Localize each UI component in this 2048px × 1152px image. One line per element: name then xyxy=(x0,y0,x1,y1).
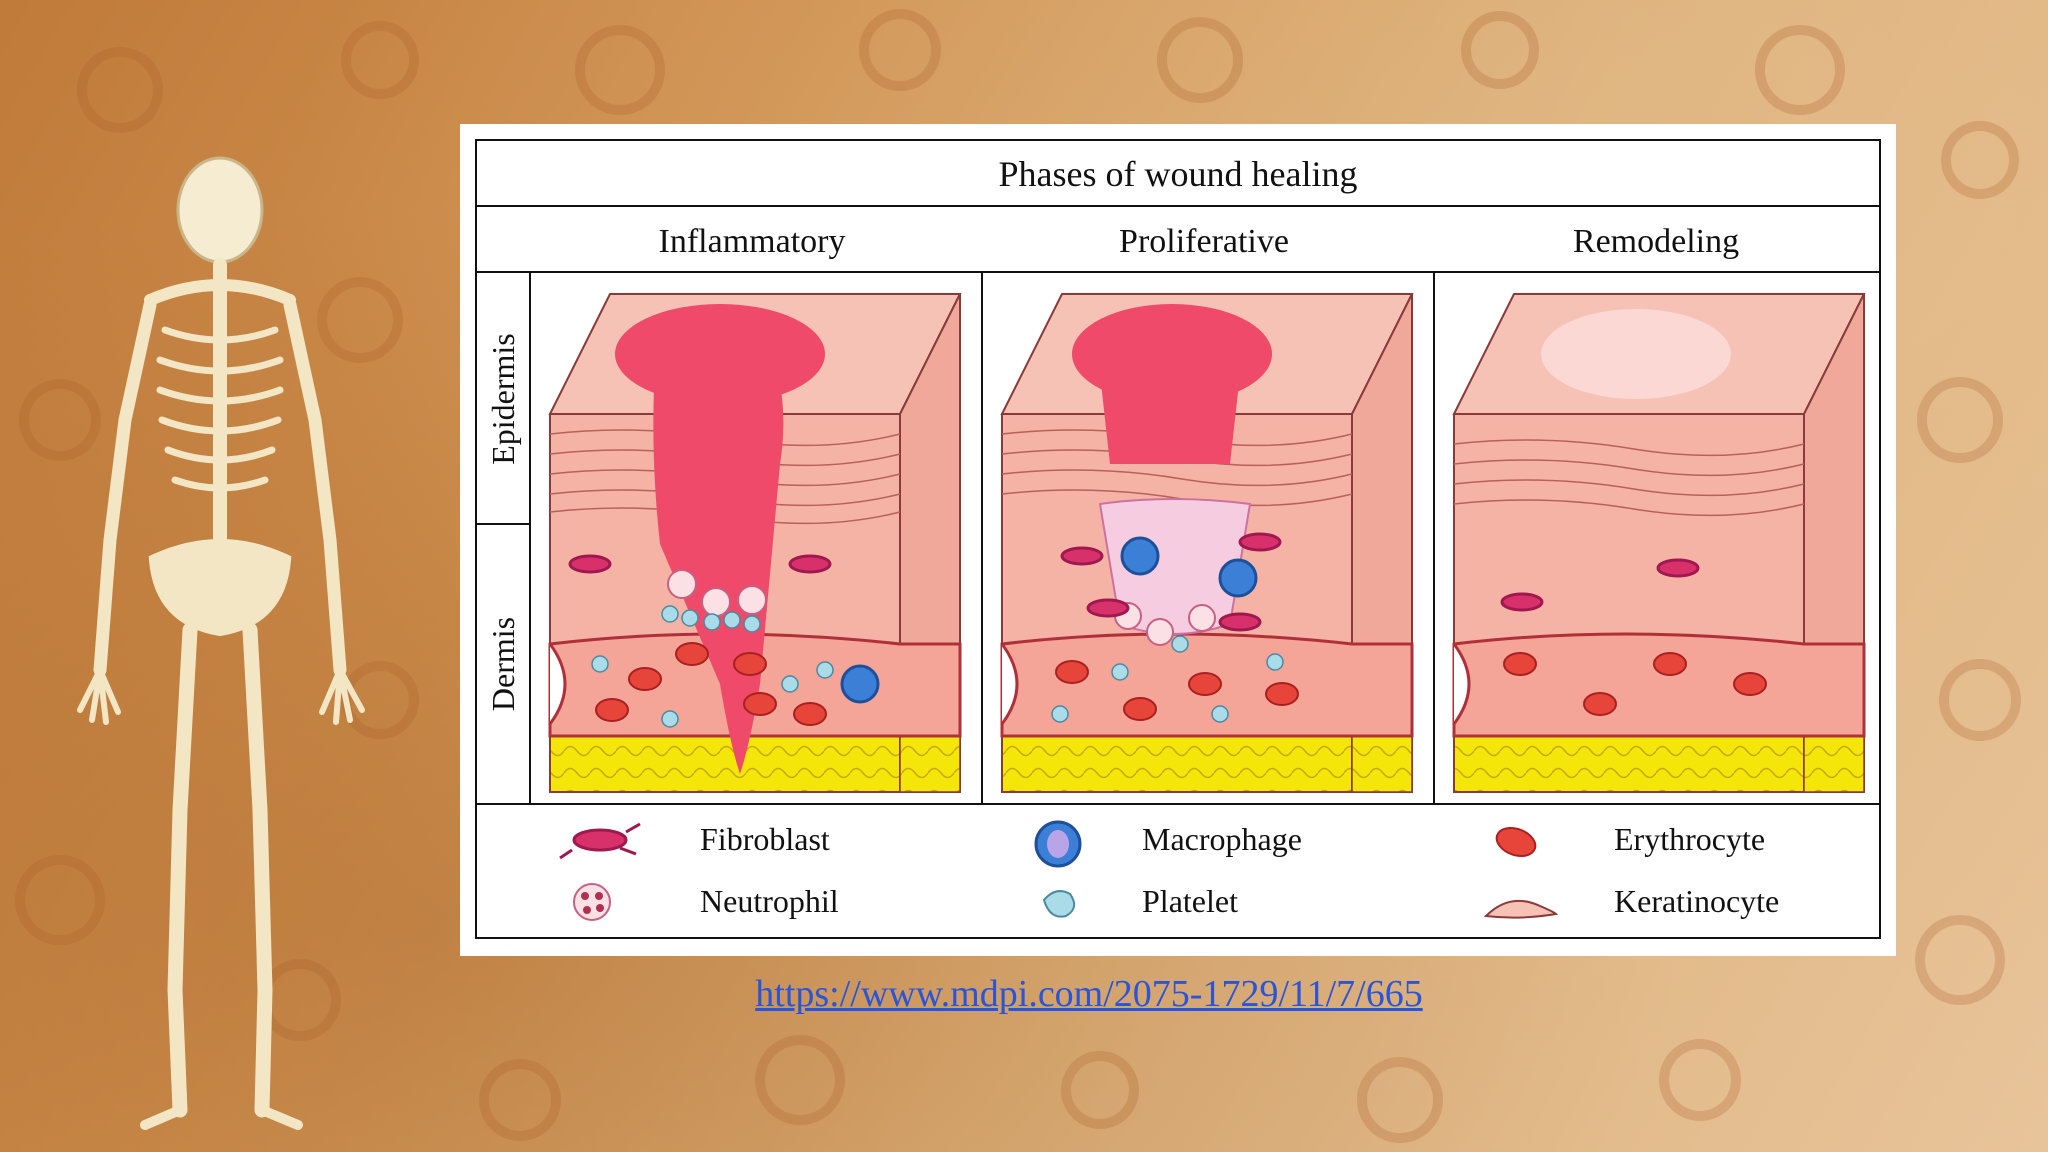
neutrophil-icon xyxy=(573,883,611,921)
layer-label-epidermis: Epidermis xyxy=(485,333,521,465)
legend-label-erythrocyte: Erythrocyte xyxy=(1614,821,1765,857)
legend: Fibroblast Neutrophil Macrophage Platele… xyxy=(559,820,1779,921)
wound-healing-figure: Phases of wound healing Inflammatory Pro… xyxy=(460,124,1896,956)
phase-label-inflammatory: Inflammatory xyxy=(659,223,846,260)
erythrocyte-icon xyxy=(1495,826,1537,858)
panel-inflammatory xyxy=(548,293,962,793)
macrophage-icon xyxy=(1034,820,1082,868)
panel-remodeling xyxy=(1452,293,1866,793)
platelet-icon xyxy=(1042,890,1076,918)
legend-label-macrophage: Macrophage xyxy=(1142,821,1302,857)
legend-label-fibroblast: Fibroblast xyxy=(700,821,830,857)
layer-label-dermis: Dermis xyxy=(485,617,521,711)
fibroblast-icon xyxy=(559,822,641,860)
keratinocyte-icon xyxy=(1483,899,1559,919)
skeleton-illustration xyxy=(77,156,365,1130)
legend-label-neutrophil: Neutrophil xyxy=(700,883,839,919)
source-link[interactable]: https://www.mdpi.com/2075-1729/11/7/665 xyxy=(755,973,1423,1015)
phase-label-remodeling: Remodeling xyxy=(1573,223,1739,260)
legend-label-keratinocyte: Keratinocyte xyxy=(1614,883,1779,919)
figure-title: Phases of wound healing xyxy=(999,154,1358,194)
phase-label-proliferative: Proliferative xyxy=(1119,223,1289,260)
panel-proliferative xyxy=(1000,293,1414,793)
legend-label-platelet: Platelet xyxy=(1142,883,1238,919)
link-wrapper: https://www.mdpi.com/2075-1729/11/7/665 xyxy=(0,972,2048,1016)
